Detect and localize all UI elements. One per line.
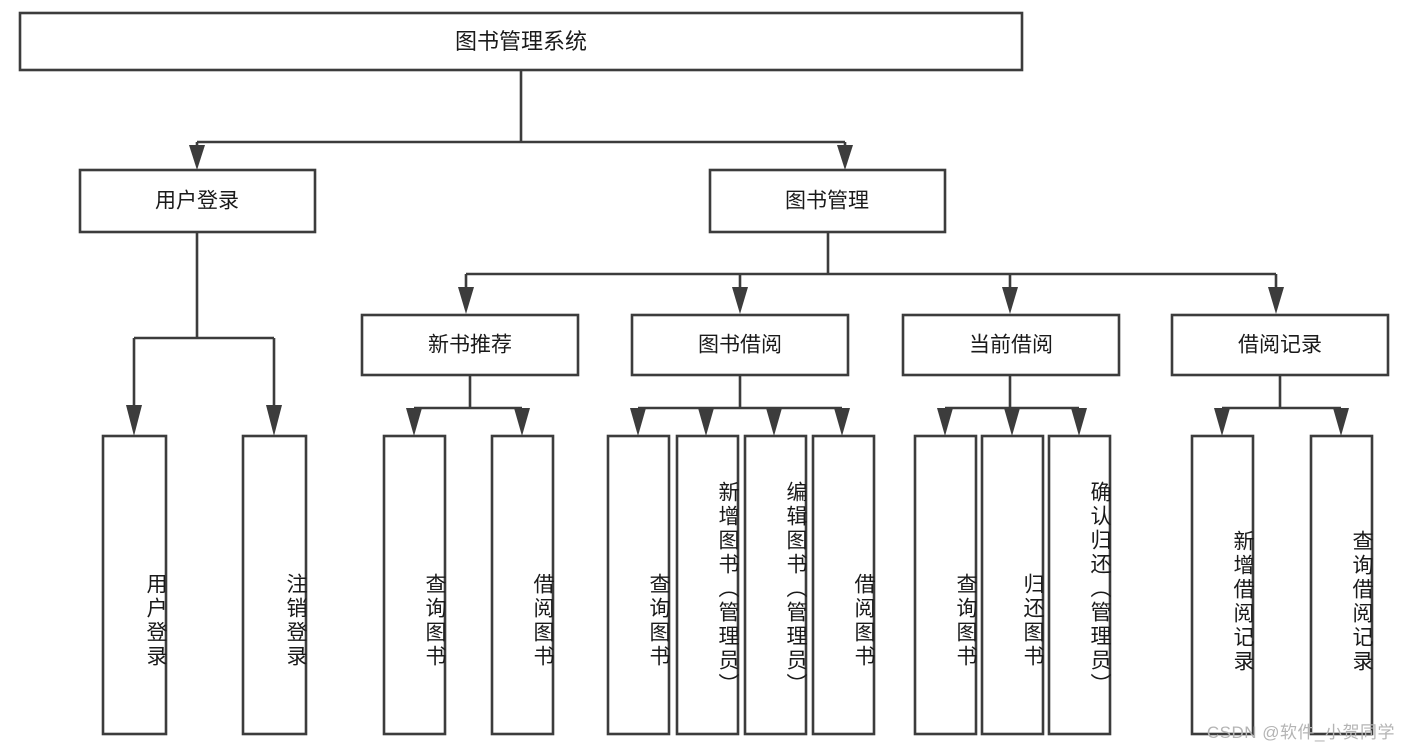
arrow-to-current-borrow	[1002, 287, 1018, 314]
leaf-box-current-borrow-2[interactable]	[980, 434, 1045, 736]
arrow-to-borrow-records	[1268, 287, 1284, 314]
connector-group	[126, 70, 1349, 436]
node-book-mgmt[interactable]: 图书管理	[708, 168, 947, 234]
arrow-user-login-leaf1	[126, 405, 142, 436]
leaf-box-user-login-2[interactable]	[241, 434, 308, 736]
node-borrow-records[interactable]: 借阅记录	[1170, 313, 1390, 377]
node-current-borrow-box[interactable]	[901, 313, 1121, 377]
node-new-book-recommend[interactable]: 新书推荐	[360, 313, 580, 377]
node-user-login-box[interactable]	[78, 168, 317, 234]
arrow-user-login-leaf2	[266, 405, 282, 436]
leaf-box-borrow-records-2[interactable]	[1309, 434, 1374, 736]
node-root-box[interactable]	[18, 11, 1024, 72]
csdn-watermark: CSDN @软件_小贺同学	[1206, 723, 1395, 742]
node-root-label: 图书管理系统	[455, 29, 587, 54]
node-book-borrow-label: 图书借阅	[698, 334, 782, 357]
arrow-borrow-records-leaf1	[1214, 408, 1230, 436]
arrow-root-to-book-mgmt	[837, 145, 853, 170]
node-book-mgmt-label: 图书管理	[785, 190, 869, 213]
node-user-login[interactable]: 用户登录	[78, 168, 317, 234]
arrow-root-to-user-login	[189, 145, 205, 170]
node-root[interactable]: 图书管理系统	[18, 11, 1024, 72]
arrow-current-borrow-leaf3	[1071, 408, 1087, 436]
arrow-book-borrow-leaf3	[766, 408, 782, 436]
leaf-box-new-book-1[interactable]	[382, 434, 447, 736]
arrow-current-borrow-leaf2	[1004, 408, 1020, 436]
leaf-box-new-book-2[interactable]	[490, 434, 555, 736]
node-book-mgmt-box[interactable]	[708, 168, 947, 234]
arrow-book-borrow-leaf1	[630, 408, 646, 436]
node-user-login-label: 用户登录	[155, 190, 239, 213]
node-borrow-records-box[interactable]	[1170, 313, 1390, 377]
leaf-box-current-borrow-3[interactable]	[1047, 434, 1112, 736]
leaf-box-borrow-records-1[interactable]	[1190, 434, 1255, 736]
leaf-box-user-login-1[interactable]	[101, 434, 168, 736]
leaf-box-book-borrow-4[interactable]	[811, 434, 876, 736]
node-book-borrow-box[interactable]	[630, 313, 850, 377]
node-new-book-recommend-box[interactable]	[360, 313, 580, 377]
leaf-box-book-borrow-1[interactable]	[606, 434, 671, 736]
node-new-book-recommend-label: 新书推荐	[428, 334, 512, 357]
node-borrow-records-label: 借阅记录	[1238, 334, 1322, 357]
arrow-to-book-borrow	[732, 287, 748, 314]
leaf-box-book-borrow-2[interactable]	[675, 434, 740, 736]
arrow-current-borrow-leaf1	[937, 408, 953, 436]
leaf-box-current-borrow-1[interactable]	[913, 434, 978, 736]
arrow-new-book-leaf1	[406, 408, 422, 436]
node-current-borrow-label: 当前借阅	[969, 334, 1053, 357]
leaf-box-book-borrow-3[interactable]	[743, 434, 808, 736]
node-book-borrow[interactable]: 图书借阅	[630, 313, 850, 377]
node-current-borrow[interactable]: 当前借阅	[901, 313, 1121, 377]
arrow-borrow-records-leaf2	[1333, 408, 1349, 436]
arrow-to-new-book	[458, 287, 474, 314]
arrow-book-borrow-leaf4	[834, 408, 850, 436]
arrow-new-book-leaf2	[514, 408, 530, 436]
arrow-book-borrow-leaf2	[698, 408, 714, 436]
